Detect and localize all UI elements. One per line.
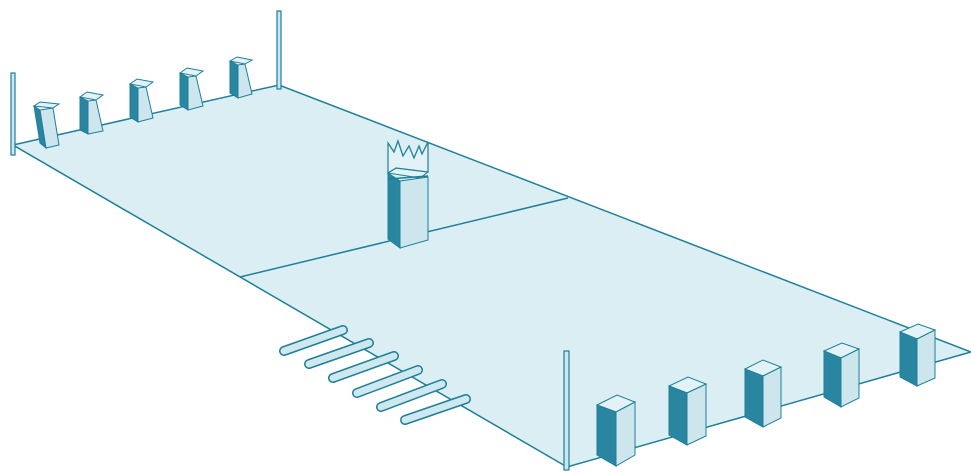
corner-stake-back-left (10, 72, 16, 156)
kubb-block (822, 342, 861, 408)
kubb-block (743, 359, 783, 428)
throwing-stick (352, 365, 423, 398)
throwing-stick (304, 338, 374, 369)
kubb-block (228, 56, 254, 99)
kubb-block (78, 91, 105, 135)
kubb-block (898, 323, 937, 387)
throwing-sticks (279, 325, 471, 425)
throwing-stick (328, 351, 399, 383)
throwing-stick (400, 394, 471, 425)
crown-icon (387, 139, 429, 175)
corner-stake-front (563, 350, 570, 471)
front-baseline-kubbs (595, 323, 937, 467)
throwing-stick (376, 379, 447, 412)
kubb-block (595, 394, 637, 467)
playing-field (10, 84, 971, 468)
king-block (386, 139, 430, 249)
kubb-block (178, 67, 205, 111)
kubb-block (667, 376, 708, 446)
kubb-block (32, 101, 61, 150)
corner-stake-back-right (276, 10, 282, 90)
back-baseline-kubbs (32, 56, 254, 150)
kubb-block (128, 78, 155, 123)
throwing-stick (279, 325, 348, 356)
